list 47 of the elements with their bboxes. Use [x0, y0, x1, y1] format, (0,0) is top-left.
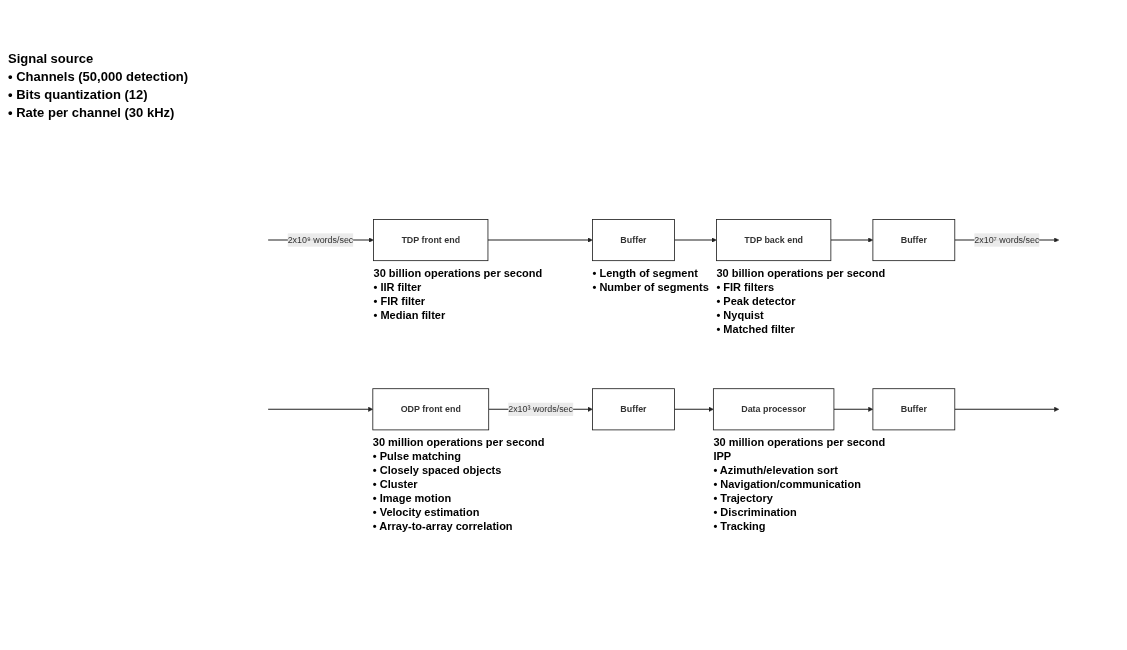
node-box: Buffer	[592, 388, 675, 431]
list-item: • FIR filter	[373, 293, 427, 308]
node-box: Data processor	[712, 388, 835, 431]
arrow	[487, 237, 593, 243]
arrow	[673, 407, 714, 413]
node-box: TDP back end	[716, 219, 832, 262]
arrow	[830, 237, 874, 243]
list-item: • Velocity estimation	[372, 505, 481, 520]
list-item: • Azimuth/elevation sort	[713, 463, 839, 478]
list-item: • Cluster	[372, 477, 419, 492]
list-item: • Bits quantization (12)	[8, 87, 149, 102]
node-box: ODP front end	[372, 388, 490, 431]
edge-label: 2x10⁹ words/sec	[287, 235, 354, 245]
list-item: • Peak detector	[716, 293, 797, 308]
node-caption: • Length of segment	[592, 265, 699, 280]
list-item: • FIR filters	[716, 279, 776, 294]
list-item: • Image motion	[372, 491, 453, 506]
node-box: TDP front end	[373, 219, 489, 262]
node-caption: 30 million operations per second	[713, 435, 886, 450]
list-item: • Pulse matching	[372, 449, 462, 464]
list-item: • Navigation/communication	[713, 477, 862, 492]
arrow	[833, 407, 874, 413]
node-box: Buffer	[872, 219, 956, 262]
list-item: • Rate per channel (30 kHz)	[8, 105, 176, 120]
list-item: • Discrimination	[713, 505, 798, 520]
arrow	[267, 407, 374, 413]
list-item: • Nyquist	[716, 307, 765, 322]
list-item: • Median filter	[373, 307, 447, 322]
list-item: • Trajectory	[713, 491, 774, 506]
list-item: • Number of segments	[592, 279, 709, 294]
list-item: • Array-to-array correlation	[372, 519, 514, 534]
list-heading: Signal source	[8, 51, 95, 66]
list-item: IPP	[713, 449, 733, 464]
node-caption: 30 billion operations per second	[716, 265, 886, 280]
node-caption: 30 billion operations per second	[373, 265, 543, 280]
list-item: • IIR filter	[373, 279, 423, 294]
list-item: • Closely spaced objects	[372, 463, 503, 478]
node-box: Buffer	[872, 388, 956, 431]
node-box: Buffer	[592, 219, 675, 262]
arrow	[673, 237, 717, 243]
list-item: • Matched filter	[716, 321, 796, 336]
edge-label: 2x10³ words/sec	[508, 404, 574, 415]
list-item: • Channels (50,000 detection)	[8, 69, 190, 84]
node-caption: 30 million operations per second	[372, 435, 545, 450]
list-item: • Tracking	[713, 519, 767, 534]
arrow	[954, 407, 1060, 413]
edge-label: 2x10⁷ words/sec	[974, 235, 1040, 245]
